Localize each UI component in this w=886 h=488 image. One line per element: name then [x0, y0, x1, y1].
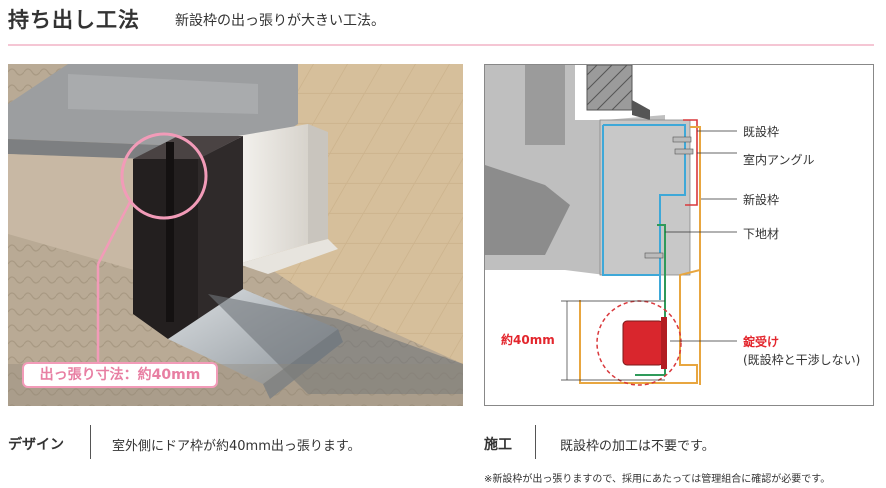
design-label: デザイン	[8, 437, 64, 453]
protrusion-callout: 出っ張り寸法：約40mm	[22, 362, 218, 388]
footnote: ※新設枠が出っ張りますので、採用にあたっては管理組合に確認が必要です。	[484, 474, 831, 485]
title-divider	[8, 44, 874, 46]
label-base-material: 下地材	[743, 227, 780, 241]
construction-divider	[535, 425, 536, 459]
construction-label: 施工	[484, 437, 512, 453]
label-existing-frame: 既設枠	[743, 125, 780, 139]
door-frame-photo	[8, 64, 463, 406]
label-dimension: 約40mm	[501, 333, 555, 347]
label-new-frame: 新設枠	[743, 193, 780, 207]
door-frame-illustration	[8, 64, 463, 406]
construction-text: 既設枠の加工は不要です。	[560, 439, 715, 454]
label-indoor-angle: 室内アングル	[743, 153, 815, 167]
label-strike-note: (既設枠と干渉しない)	[743, 353, 861, 367]
page-subtitle: 新設枠の出っ張りが大きい工法。	[175, 13, 385, 29]
cross-section-diagram: 既設枠 室内アングル 新設枠 下地材 錠受け (既設枠と干渉しない) 約40mm	[484, 64, 874, 406]
design-text: 室外側にドア枠が約40mm出っ張ります。	[112, 439, 361, 454]
page-title: 持ち出し工法	[8, 8, 140, 32]
label-strike: 錠受け	[743, 335, 780, 349]
design-divider	[90, 425, 91, 459]
cross-section-drawing	[485, 65, 737, 386]
